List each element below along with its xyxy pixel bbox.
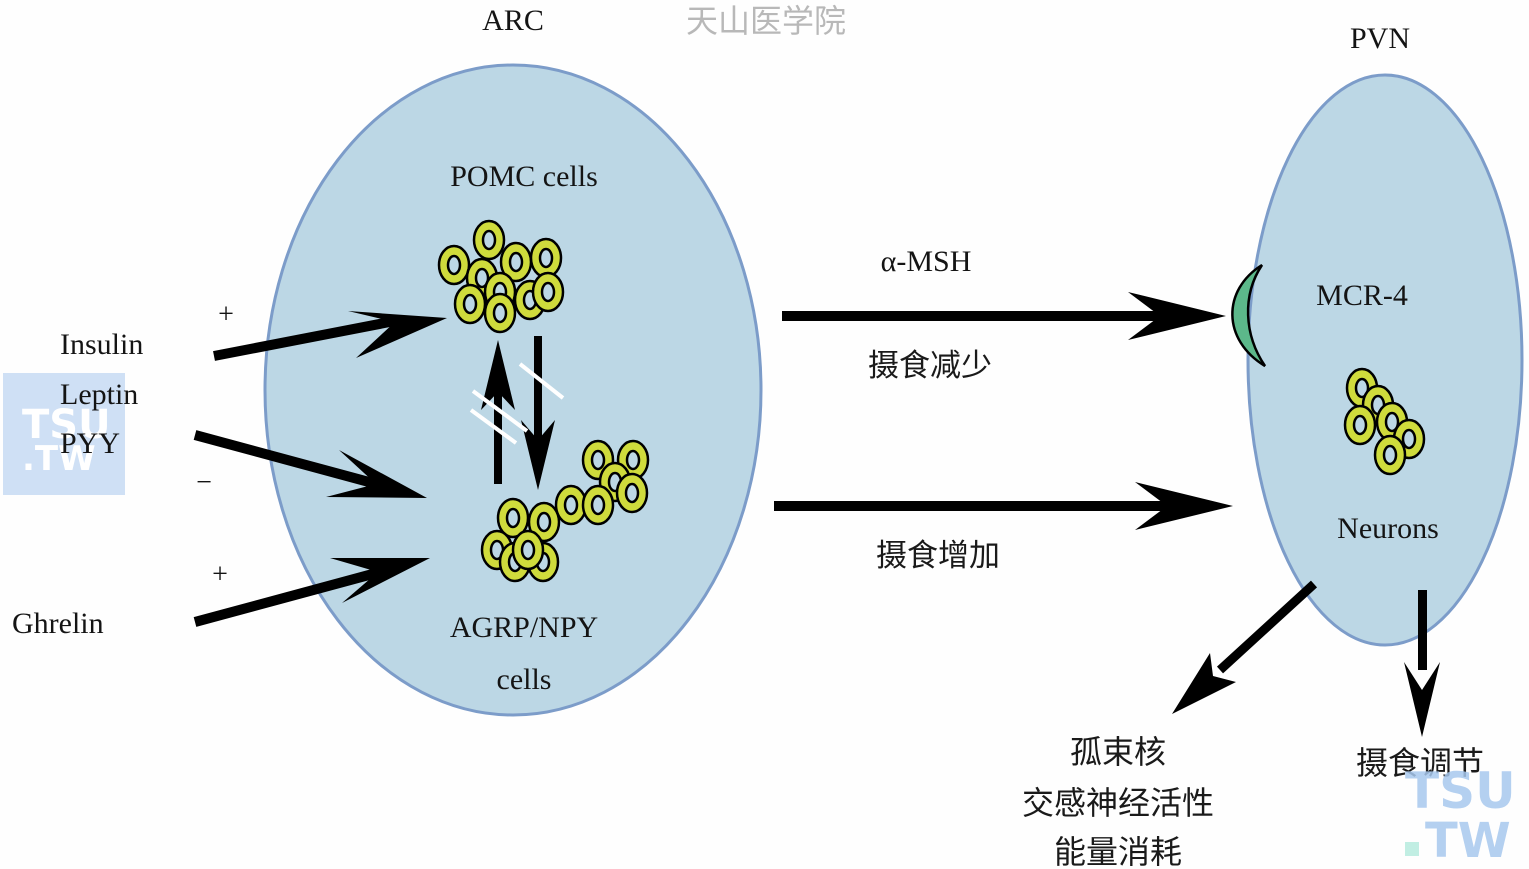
- sign-pyy: −: [196, 467, 212, 498]
- agrp-npy-label: AGRP/NPY: [450, 611, 598, 644]
- decrease-intake-label: 摄食减少: [868, 348, 992, 384]
- output-nts-label: 孤束核: [1070, 733, 1166, 771]
- watermark-logo-left: TSU .TW: [3, 373, 125, 495]
- sign-ghrelin: +: [212, 559, 228, 590]
- input-pyy: PYY: [60, 427, 120, 460]
- pomc-agrp-arrows: [469, 336, 565, 490]
- output-intake-regulation-label: 摄食调节: [1356, 744, 1484, 782]
- pathway-arrows: [774, 292, 1233, 530]
- alpha-msh-label: α-MSH: [881, 245, 972, 278]
- sign-insulin: +: [218, 299, 234, 330]
- logo-right-line1: TSU: [1405, 762, 1516, 820]
- pvn-label: PVN: [1350, 22, 1410, 55]
- mcr4-receptor: [1231, 263, 1267, 368]
- arc-region: [263, 63, 763, 717]
- output-energy-label: 能量消耗: [1054, 833, 1182, 869]
- input-ghrelin: Ghrelin: [12, 607, 104, 640]
- logo-right-line2: TW: [1425, 813, 1511, 869]
- mcr4-label: MCR-4: [1316, 279, 1408, 312]
- logo-text-line1: TSU: [22, 402, 111, 448]
- input-insulin: Insulin: [60, 328, 143, 361]
- pomc-cells-label: POMC cells: [450, 160, 598, 193]
- watermark-text-top: 天山医学院: [686, 2, 846, 40]
- increase-intake-label: 摄食增加: [876, 538, 1000, 574]
- logo-text-line2: .TW: [22, 439, 96, 479]
- watermark-logo-right: TSU TW: [1405, 762, 1516, 869]
- output-arrows: [1172, 580, 1440, 737]
- output-sympathetic-label: 交感神经活性: [1022, 784, 1214, 822]
- input-arrows: [193, 311, 447, 627]
- pvn-region: [1246, 73, 1524, 647]
- agrp-cells-label: cells: [497, 663, 552, 696]
- neurons-label: Neurons: [1337, 512, 1439, 545]
- input-leptin: Leptin: [60, 378, 138, 411]
- arc-label: ARC: [482, 4, 544, 37]
